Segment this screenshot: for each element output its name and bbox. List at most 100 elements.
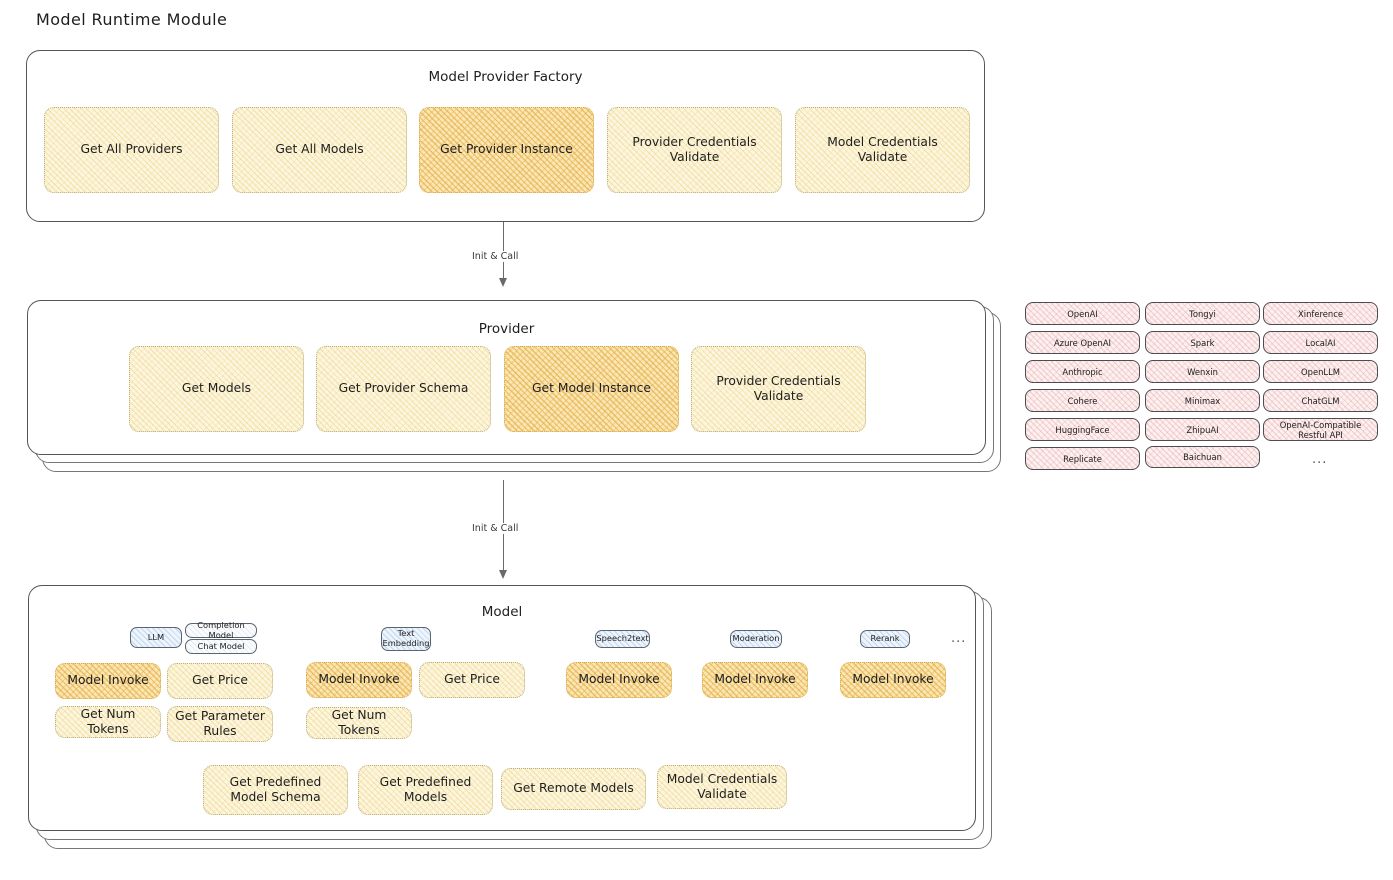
- provider-card-get-models[interactable]: Get Models: [129, 346, 304, 432]
- provider-card-get-model-instance[interactable]: Get Model Instance: [504, 346, 679, 432]
- provider-tag-huggingface[interactable]: HuggingFace: [1025, 418, 1140, 441]
- rerank-card-model-invoke[interactable]: Model Invoke: [840, 662, 946, 698]
- provider-tag-cohere[interactable]: Cohere: [1025, 389, 1140, 412]
- arrow-1-label: Init & Call: [468, 251, 523, 262]
- provider-tag-chatglm[interactable]: ChatGLM: [1263, 389, 1378, 412]
- text-embedding-card-get-price[interactable]: Get Price: [419, 662, 525, 698]
- factory-card-get-all-providers[interactable]: Get All Providers: [44, 107, 219, 193]
- provider-tag-openai[interactable]: OpenAI: [1025, 302, 1140, 325]
- card-label: Get All Providers: [80, 142, 183, 157]
- card-label: Model Invoke: [578, 672, 660, 687]
- provider-card-get-provider-schema[interactable]: Get Provider Schema: [316, 346, 491, 432]
- arrow-2-head: [499, 570, 507, 579]
- model-provider-factory-title: Model Provider Factory: [428, 69, 583, 85]
- provider-tag-label: Azure OpenAI: [1053, 337, 1112, 348]
- provider-tag-label: Baichuan: [1183, 452, 1222, 462]
- model-tag-label: Text Embedding: [382, 628, 430, 648]
- provider-tag-anthropic[interactable]: Anthropic: [1025, 360, 1140, 383]
- card-label: Model Invoke: [714, 672, 796, 687]
- card-label: Get Price: [192, 673, 248, 688]
- llm-card-get-num-tokens[interactable]: Get Num Tokens: [55, 706, 161, 738]
- model-card-model-credentials-validate[interactable]: Model Credentials Validate: [657, 765, 787, 809]
- provider-tag-xinference[interactable]: Xinference: [1263, 302, 1378, 325]
- provider-tag-label: Anthropic: [1062, 366, 1103, 377]
- provider-tag-label: OpenAI-Compatible Restful API: [1279, 419, 1362, 440]
- factory-card-get-provider-instance[interactable]: Get Provider Instance: [419, 107, 594, 193]
- factory-card-provider-credentials-validate[interactable]: Provider Credentials Validate: [607, 107, 782, 193]
- provider-tag-localai[interactable]: LocalAI: [1263, 331, 1378, 354]
- card-label: Model Invoke: [852, 672, 934, 687]
- model-subtag-chat-model[interactable]: Chat Model: [185, 639, 257, 654]
- model-tag-rerank[interactable]: Rerank: [860, 630, 910, 648]
- card-label: Model Invoke: [318, 672, 400, 687]
- provider-tag-label: OpenLLM: [1301, 366, 1340, 377]
- model-card-get-predefined-models[interactable]: Get Predefined Models: [358, 765, 493, 815]
- card-label: Provider Credentials Validate: [716, 373, 841, 403]
- model-tag-label: Speech2text: [596, 633, 649, 644]
- provider-tag-label: Tongyi: [1189, 308, 1216, 319]
- provider-tag-openai-compatible-restful-api[interactable]: OpenAI-Compatible Restful API: [1263, 418, 1378, 441]
- card-label: Get Num Tokens: [331, 707, 387, 737]
- model-subtag-completion-model[interactable]: Completion Model: [185, 619, 257, 640]
- model-title: Model: [481, 604, 523, 620]
- provider-tag-label: Xinference: [1298, 308, 1343, 319]
- card-label: Provider Credentials Validate: [632, 134, 757, 164]
- model-tag-text-embedding[interactable]: Text Embedding: [381, 627, 431, 651]
- model-tag-label: Rerank: [870, 633, 900, 644]
- card-label: Get Predefined Models: [379, 774, 472, 804]
- moderation-card-model-invoke[interactable]: Model Invoke: [702, 662, 808, 698]
- card-label: Model Invoke: [67, 673, 149, 688]
- speech2text-card-model-invoke[interactable]: Model Invoke: [566, 662, 672, 698]
- provider-tag-spark[interactable]: Spark: [1145, 331, 1260, 354]
- provider-tag-baichuan[interactable]: Baichuan: [1145, 446, 1260, 468]
- model-tag-llm[interactable]: LLM: [130, 627, 182, 648]
- arrow-2-label: Init & Call: [468, 523, 523, 534]
- provider-tag-minimax[interactable]: Minimax: [1145, 389, 1260, 412]
- card-label: Get Models: [181, 381, 252, 396]
- provider-card-provider-credentials-validate[interactable]: Provider Credentials Validate: [691, 346, 866, 432]
- card-label: Get Parameter Rules: [175, 708, 265, 738]
- provider-tag-label: Spark: [1190, 337, 1215, 348]
- provider-tag-tongyi[interactable]: Tongyi: [1145, 302, 1260, 325]
- card-label: Get Remote Models: [513, 781, 634, 796]
- provider-tag-azure-openai[interactable]: Azure OpenAI: [1025, 331, 1140, 354]
- provider-tag-label: Cohere: [1067, 395, 1098, 406]
- provider-tag-openllm[interactable]: OpenLLM: [1263, 360, 1378, 383]
- arrow-1-head: [499, 278, 507, 287]
- provider-list-more: ...: [1312, 452, 1328, 467]
- text-embedding-card-get-num-tokens[interactable]: Get Num Tokens: [306, 707, 412, 739]
- model-card-get-predefined-model-schema[interactable]: Get Predefined Model Schema: [203, 765, 348, 815]
- provider-tag-label: ZhipuAI: [1186, 424, 1219, 435]
- provider-tag-label: OpenAI: [1067, 308, 1098, 319]
- card-label: Model Credentials Validate: [666, 771, 778, 801]
- provider-tag-label: LocalAI: [1305, 337, 1336, 348]
- llm-card-model-invoke[interactable]: Model Invoke: [55, 663, 161, 699]
- provider-tag-zhipuai[interactable]: ZhipuAI: [1145, 418, 1260, 441]
- card-label: Get Provider Instance: [440, 142, 573, 157]
- model-tag-moderation[interactable]: Moderation: [730, 630, 782, 648]
- llm-card-get-price[interactable]: Get Price: [167, 663, 273, 699]
- provider-tag-label: Minimax: [1184, 395, 1221, 406]
- model-subtag-label: Completion Model: [197, 619, 245, 640]
- model-subtag-label: Chat Model: [197, 640, 245, 651]
- factory-card-get-all-models[interactable]: Get All Models: [232, 107, 407, 193]
- llm-card-get-parameter-rules[interactable]: Get Parameter Rules: [167, 706, 273, 742]
- card-label: Get Model Instance: [532, 381, 651, 396]
- provider-tag-label: HuggingFace: [1055, 424, 1110, 435]
- model-tag-label: LLM: [147, 631, 165, 642]
- model-tag-speech2text[interactable]: Speech2text: [595, 630, 650, 648]
- provider-tag-label: Wenxin: [1187, 366, 1218, 377]
- page-title: Model Runtime Module: [36, 10, 228, 29]
- card-label: Get Provider Schema: [338, 381, 469, 396]
- model-card-get-remote-models[interactable]: Get Remote Models: [501, 768, 646, 810]
- provider-tag-replicate[interactable]: Replicate: [1025, 447, 1140, 470]
- provider-tag-wenxin[interactable]: Wenxin: [1145, 360, 1260, 383]
- card-label: Get Num Tokens: [80, 706, 136, 736]
- provider-tag-label: ChatGLM: [1301, 395, 1340, 406]
- provider-title: Provider: [478, 321, 535, 337]
- factory-card-model-credentials-validate[interactable]: Model Credentials Validate: [795, 107, 970, 193]
- provider-tag-label: Replicate: [1063, 453, 1102, 464]
- card-label: Get All Models: [275, 142, 364, 157]
- text-embedding-card-model-invoke[interactable]: Model Invoke: [306, 662, 412, 698]
